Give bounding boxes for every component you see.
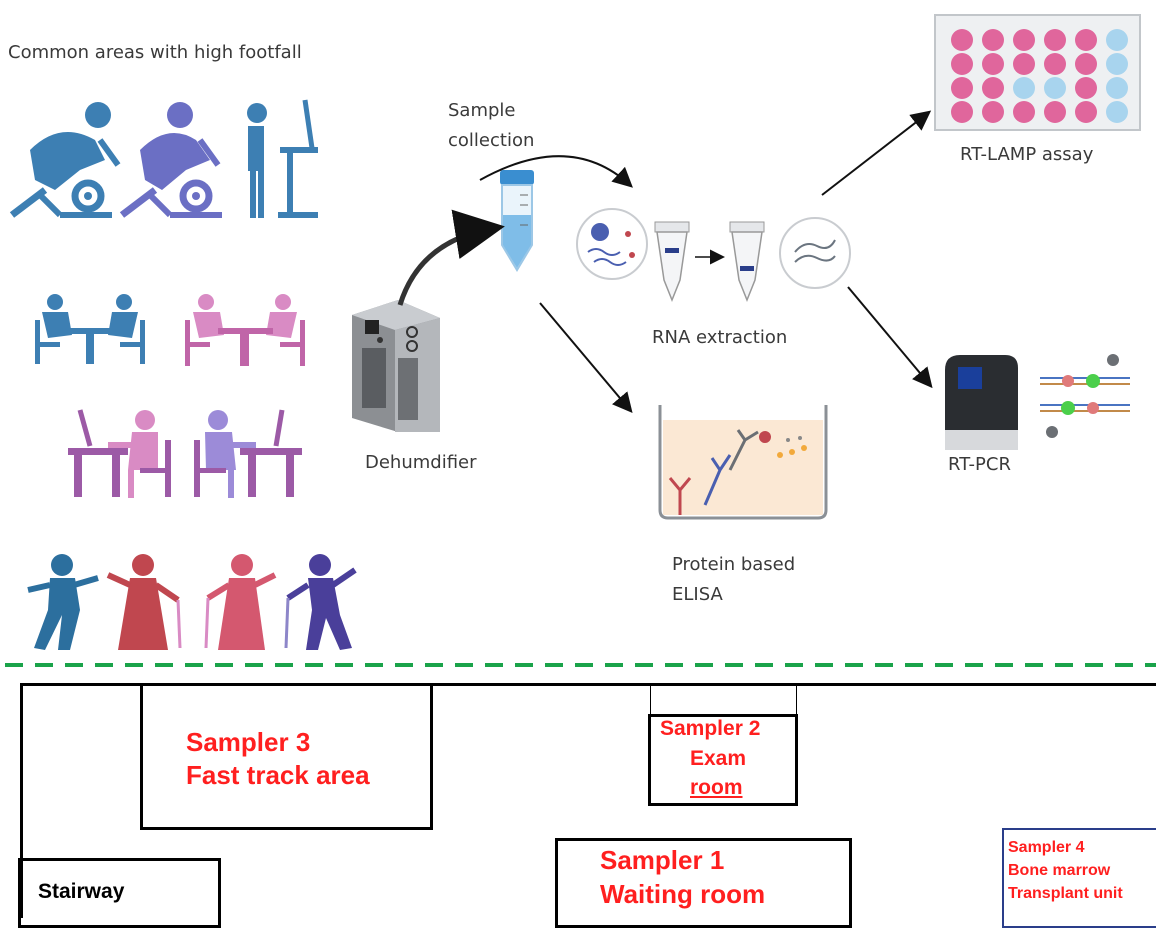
plate-well (1044, 53, 1066, 75)
dancer-icon (284, 554, 357, 650)
plate-well (1075, 53, 1097, 75)
plate-well (1106, 77, 1128, 99)
exam-label: Exam (690, 747, 747, 770)
plate-well (951, 53, 973, 75)
elisa-well-icon (658, 405, 828, 520)
tube-icon (654, 221, 690, 303)
exercise-bike-icon (119, 102, 222, 218)
dehumidifier-icon (352, 300, 440, 432)
dancer-icon (204, 554, 277, 650)
plate-well (982, 29, 1004, 51)
standing-desk-icon (247, 99, 318, 218)
fast-track-room (140, 683, 433, 830)
sampler-4-label: Sampler 4 (1008, 839, 1085, 856)
plate-well (1075, 29, 1097, 51)
exam-room (648, 714, 798, 806)
plate-well (1106, 29, 1128, 51)
sample-collection-label-line2: collection (448, 130, 535, 151)
virus-sample-icon (576, 208, 648, 280)
plate-well (1106, 53, 1128, 75)
sampler-3-label: Sampler 3 (186, 727, 311, 757)
rt-pcr-label: RT-PCR (948, 454, 1011, 475)
plate-well (1013, 101, 1035, 123)
floor-plan-top-wall (20, 683, 1156, 686)
plate-well (1044, 29, 1066, 51)
plate-well (1013, 77, 1035, 99)
arrow-to-tube (397, 209, 505, 306)
rna-extraction-label: RNA extraction (652, 327, 788, 348)
dehumidifier-label: Dehumdifier (365, 452, 477, 473)
plate-well (951, 29, 973, 51)
plate-well (1075, 77, 1097, 99)
tube-icon (729, 221, 765, 303)
transplant-unit-label: Transplant unit (1008, 885, 1123, 902)
meeting-table-icon (35, 294, 145, 364)
plate-well (982, 53, 1004, 75)
meeting-table-icon (185, 294, 305, 366)
plate-well (1013, 29, 1035, 51)
plate-well (1044, 101, 1066, 123)
plate-well (1106, 101, 1128, 123)
dancer-icon (27, 554, 99, 650)
plate-well (982, 101, 1004, 123)
amplification-strand-icon (1040, 354, 1130, 438)
bone-marrow-label: Bone marrow (1008, 862, 1111, 879)
common-areas-label: Common areas with high footfall (8, 42, 302, 63)
elisa-label-line2: ELISA (672, 584, 723, 605)
arrow-to-elisa (539, 302, 633, 414)
waiting-room-label: Waiting room (600, 879, 766, 909)
desk-worker-icon (194, 409, 302, 498)
arrow-to-rt-pcr (847, 286, 933, 389)
rt-lamp-label: RT-LAMP assay (960, 144, 1094, 165)
room-label: room (690, 776, 743, 799)
exam-room-outer (650, 683, 797, 716)
plate-well (1013, 53, 1035, 75)
stairway-label: Stairway (38, 880, 125, 903)
plate-well (1075, 101, 1097, 123)
rt-lamp-plate-icon (934, 14, 1141, 131)
plate-well (1044, 77, 1066, 99)
pcr-machine-icon (945, 355, 1018, 450)
arrow-to-rt-lamp (821, 110, 932, 196)
sampler-2-label: Sampler 2 (660, 717, 761, 740)
plate-well (951, 101, 973, 123)
fast-track-label: Fast track area (186, 760, 370, 790)
floor-plan-left-wall (20, 683, 23, 918)
rna-strand-icon (779, 217, 851, 289)
plate-well (951, 77, 973, 99)
dancer-icon (106, 554, 182, 650)
plate-well (982, 77, 1004, 99)
exercise-bike-icon (9, 102, 121, 218)
sample-collection-label: Sample (448, 100, 516, 121)
sampler-1-label: Sampler 1 (600, 845, 725, 875)
arrow-to-rna-extraction (479, 155, 633, 188)
desk-worker-icon (68, 409, 171, 498)
elisa-label: Protein based (672, 554, 796, 575)
